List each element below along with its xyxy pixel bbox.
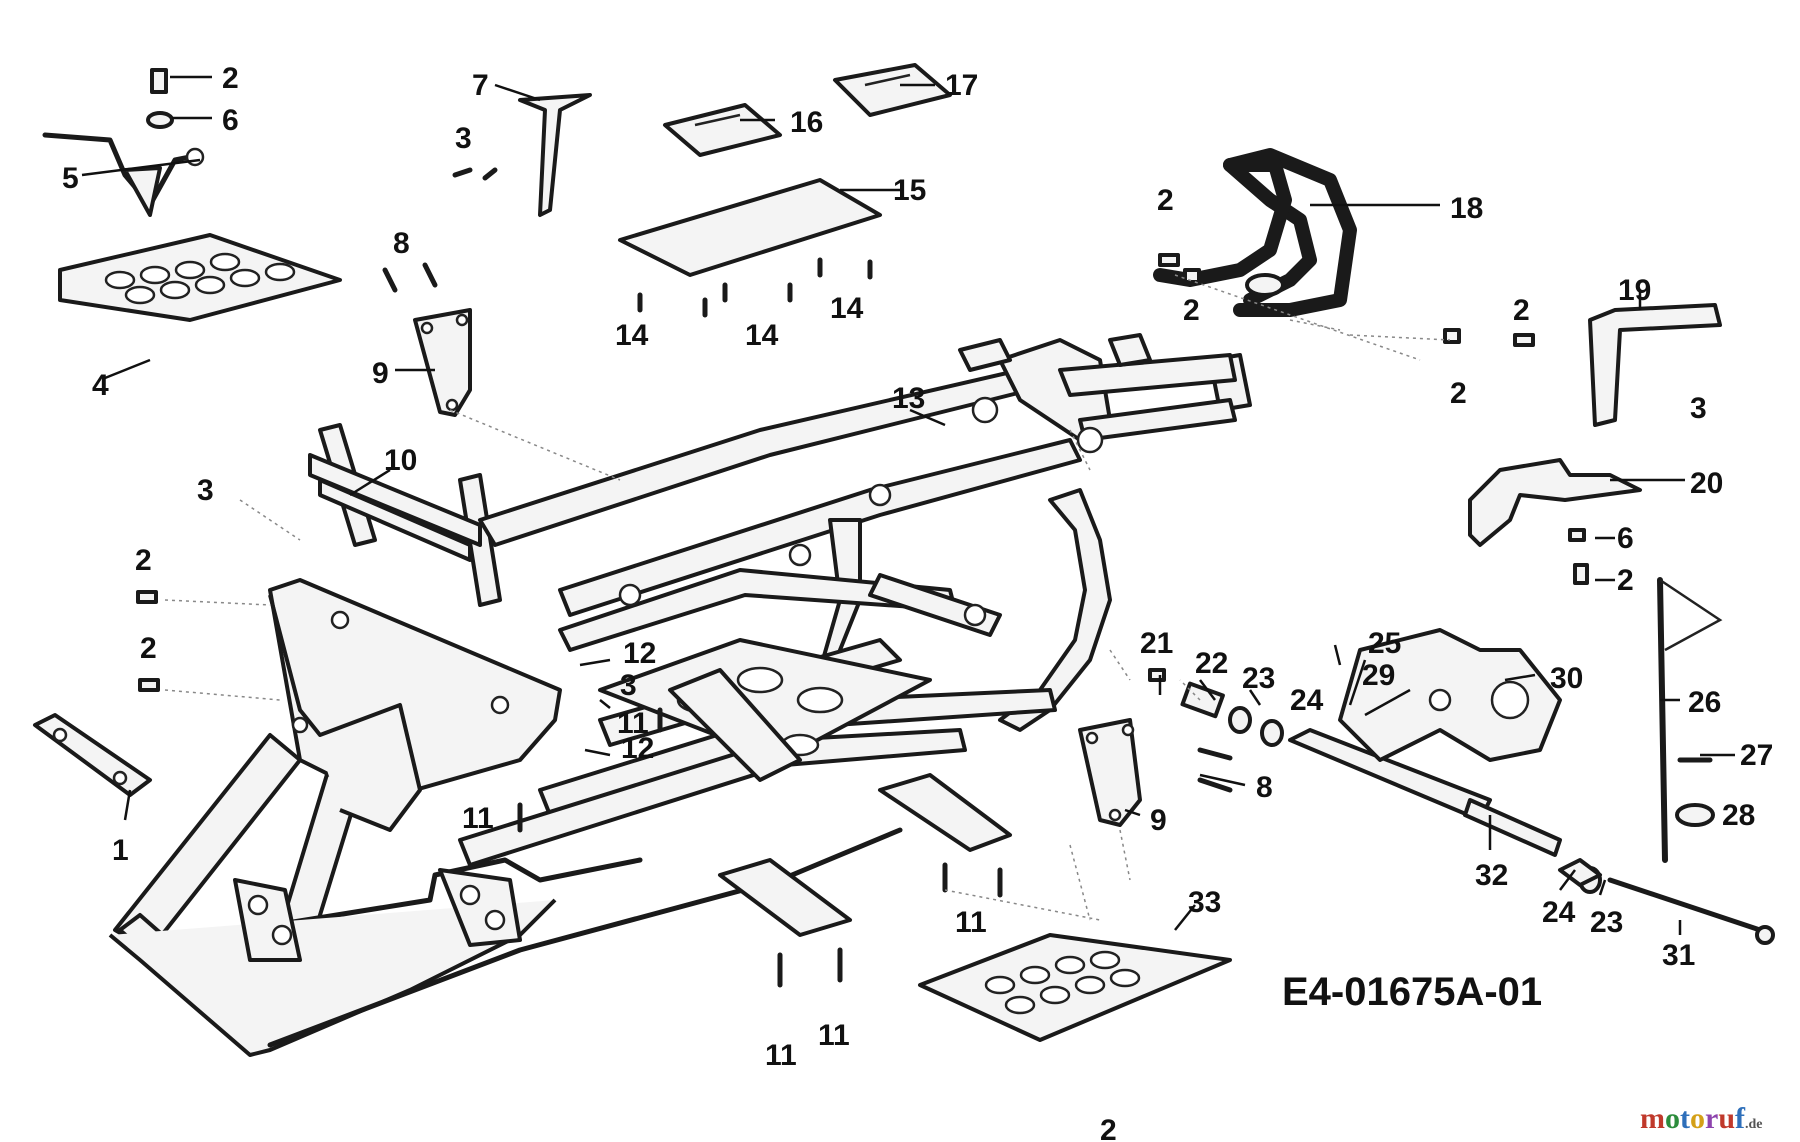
callout-2: 2: [1617, 564, 1634, 597]
callout-25: 25: [1368, 627, 1401, 660]
callout-3: 3: [620, 669, 637, 702]
callout-4: 4: [92, 369, 109, 402]
callout-13: 13: [892, 382, 925, 415]
callout-17: 17: [945, 69, 978, 102]
part-4-skid-plate: [58, 233, 342, 322]
callout-23: 23: [1242, 662, 1275, 695]
callout-18: 18: [1450, 192, 1483, 225]
callout-3: 3: [1690, 392, 1707, 425]
part-5-bracket: [42, 132, 205, 217]
callout-11: 11: [765, 1039, 797, 1072]
callout-12: 12: [621, 732, 654, 765]
screw-3-top: [452, 167, 498, 181]
watermark-letter: r: [1705, 1102, 1718, 1135]
callout-11: 11: [818, 1019, 850, 1052]
callout-32: 32: [1475, 859, 1508, 892]
assembly-lines: [164, 274, 1451, 921]
callout-16: 16: [790, 106, 823, 139]
callout-6: 6: [222, 104, 239, 137]
callout-14: 14: [830, 292, 864, 325]
callout-31: 31: [1662, 939, 1695, 972]
callout-9: 9: [1150, 804, 1167, 837]
watermark-letter: m: [1640, 1102, 1665, 1135]
callout-15: 15: [893, 174, 926, 207]
callout-23: 23: [1590, 906, 1623, 939]
callout-11: 11: [462, 802, 494, 835]
callout-2: 2: [1100, 1114, 1117, 1142]
callout-2: 2: [140, 632, 157, 665]
callout-21: 21: [1140, 627, 1173, 660]
callout-labels: 1 2 2 2 2 2 2 2 2 2 3 3 3 3 4 5 6 6 7 8 …: [62, 62, 1773, 1142]
part-33-skid-plate: [918, 933, 1232, 1042]
callout-11: 11: [955, 906, 987, 939]
callout-9: 9: [372, 357, 389, 390]
callout-30: 30: [1550, 662, 1583, 695]
part-27-28-flag-fittings: [1675, 757, 1715, 827]
drawing-code: E4-01675A-01: [1282, 970, 1542, 1014]
callout-8: 8: [393, 227, 410, 260]
watermark-letter: t: [1680, 1102, 1690, 1135]
callout-5: 5: [62, 162, 79, 195]
leader-lines: [81, 75, 1735, 935]
callout-2: 2: [1450, 377, 1467, 410]
callout-2: 2: [1513, 294, 1530, 327]
callout-2: 2: [1157, 184, 1174, 217]
part-26-flag-pole: [1657, 577, 1723, 863]
watermark-letter: o: [1665, 1102, 1680, 1135]
callout-2: 2: [135, 544, 152, 577]
part-15-plate: [618, 178, 882, 277]
callout-12: 12: [623, 637, 656, 670]
callout-14: 14: [615, 319, 649, 352]
part-20-bracket: [1468, 458, 1642, 547]
callout-20: 20: [1690, 467, 1723, 500]
part-16-plate: [663, 103, 782, 157]
svg-text:motoruf.de: motoruf.de: [1640, 1102, 1763, 1135]
part-17-plate: [833, 63, 952, 117]
callout-28: 28: [1722, 799, 1755, 832]
watermark-logo: motoruf.de: [1640, 1102, 1763, 1135]
part-7-bracket: [518, 93, 592, 217]
callout-1: 1: [112, 834, 129, 867]
callout-10: 10: [384, 444, 417, 477]
callout-3: 3: [197, 474, 214, 507]
main-frame: [108, 333, 1252, 1057]
part-1-bracket: [33, 713, 152, 797]
fasteners: [136, 253, 1589, 988]
callout-24: 24: [1542, 896, 1576, 929]
watermark-brand: motoruf: [1640, 1102, 1746, 1135]
callout-8: 8: [1256, 771, 1273, 804]
watermark-letter: u: [1718, 1102, 1735, 1135]
callout-6: 6: [1617, 522, 1634, 555]
callout-33: 33: [1188, 886, 1221, 919]
callout-14: 14: [745, 319, 779, 352]
callout-3: 3: [455, 122, 472, 155]
watermark-tld: .de: [1745, 1117, 1763, 1132]
watermark-letter: f: [1735, 1102, 1746, 1135]
bolt-2-top-left: [146, 68, 174, 129]
callout-19: 19: [1618, 274, 1651, 307]
callout-29: 29: [1362, 659, 1395, 692]
callout-26: 26: [1688, 686, 1721, 719]
callout-27: 27: [1740, 739, 1773, 772]
part-8-upper: [382, 262, 438, 293]
part-9-gusset-upper: [413, 308, 472, 417]
rear-shaft-assembly: [1180, 681, 1775, 945]
part-30-bearing-carrier: [1338, 628, 1562, 762]
clips-14: [637, 257, 873, 318]
watermark-letter: o: [1690, 1102, 1705, 1135]
callout-2: 2: [1183, 294, 1200, 327]
part-19-bracket: [1588, 303, 1722, 427]
callout-7: 7: [472, 69, 489, 102]
callout-24: 24: [1290, 684, 1324, 717]
callout-22: 22: [1195, 647, 1228, 680]
callout-11: 11: [617, 707, 649, 740]
part-9-gusset-lower: [1078, 718, 1142, 827]
callout-2: 2: [222, 62, 239, 95]
part-18-grab-handle: [1153, 148, 1357, 317]
